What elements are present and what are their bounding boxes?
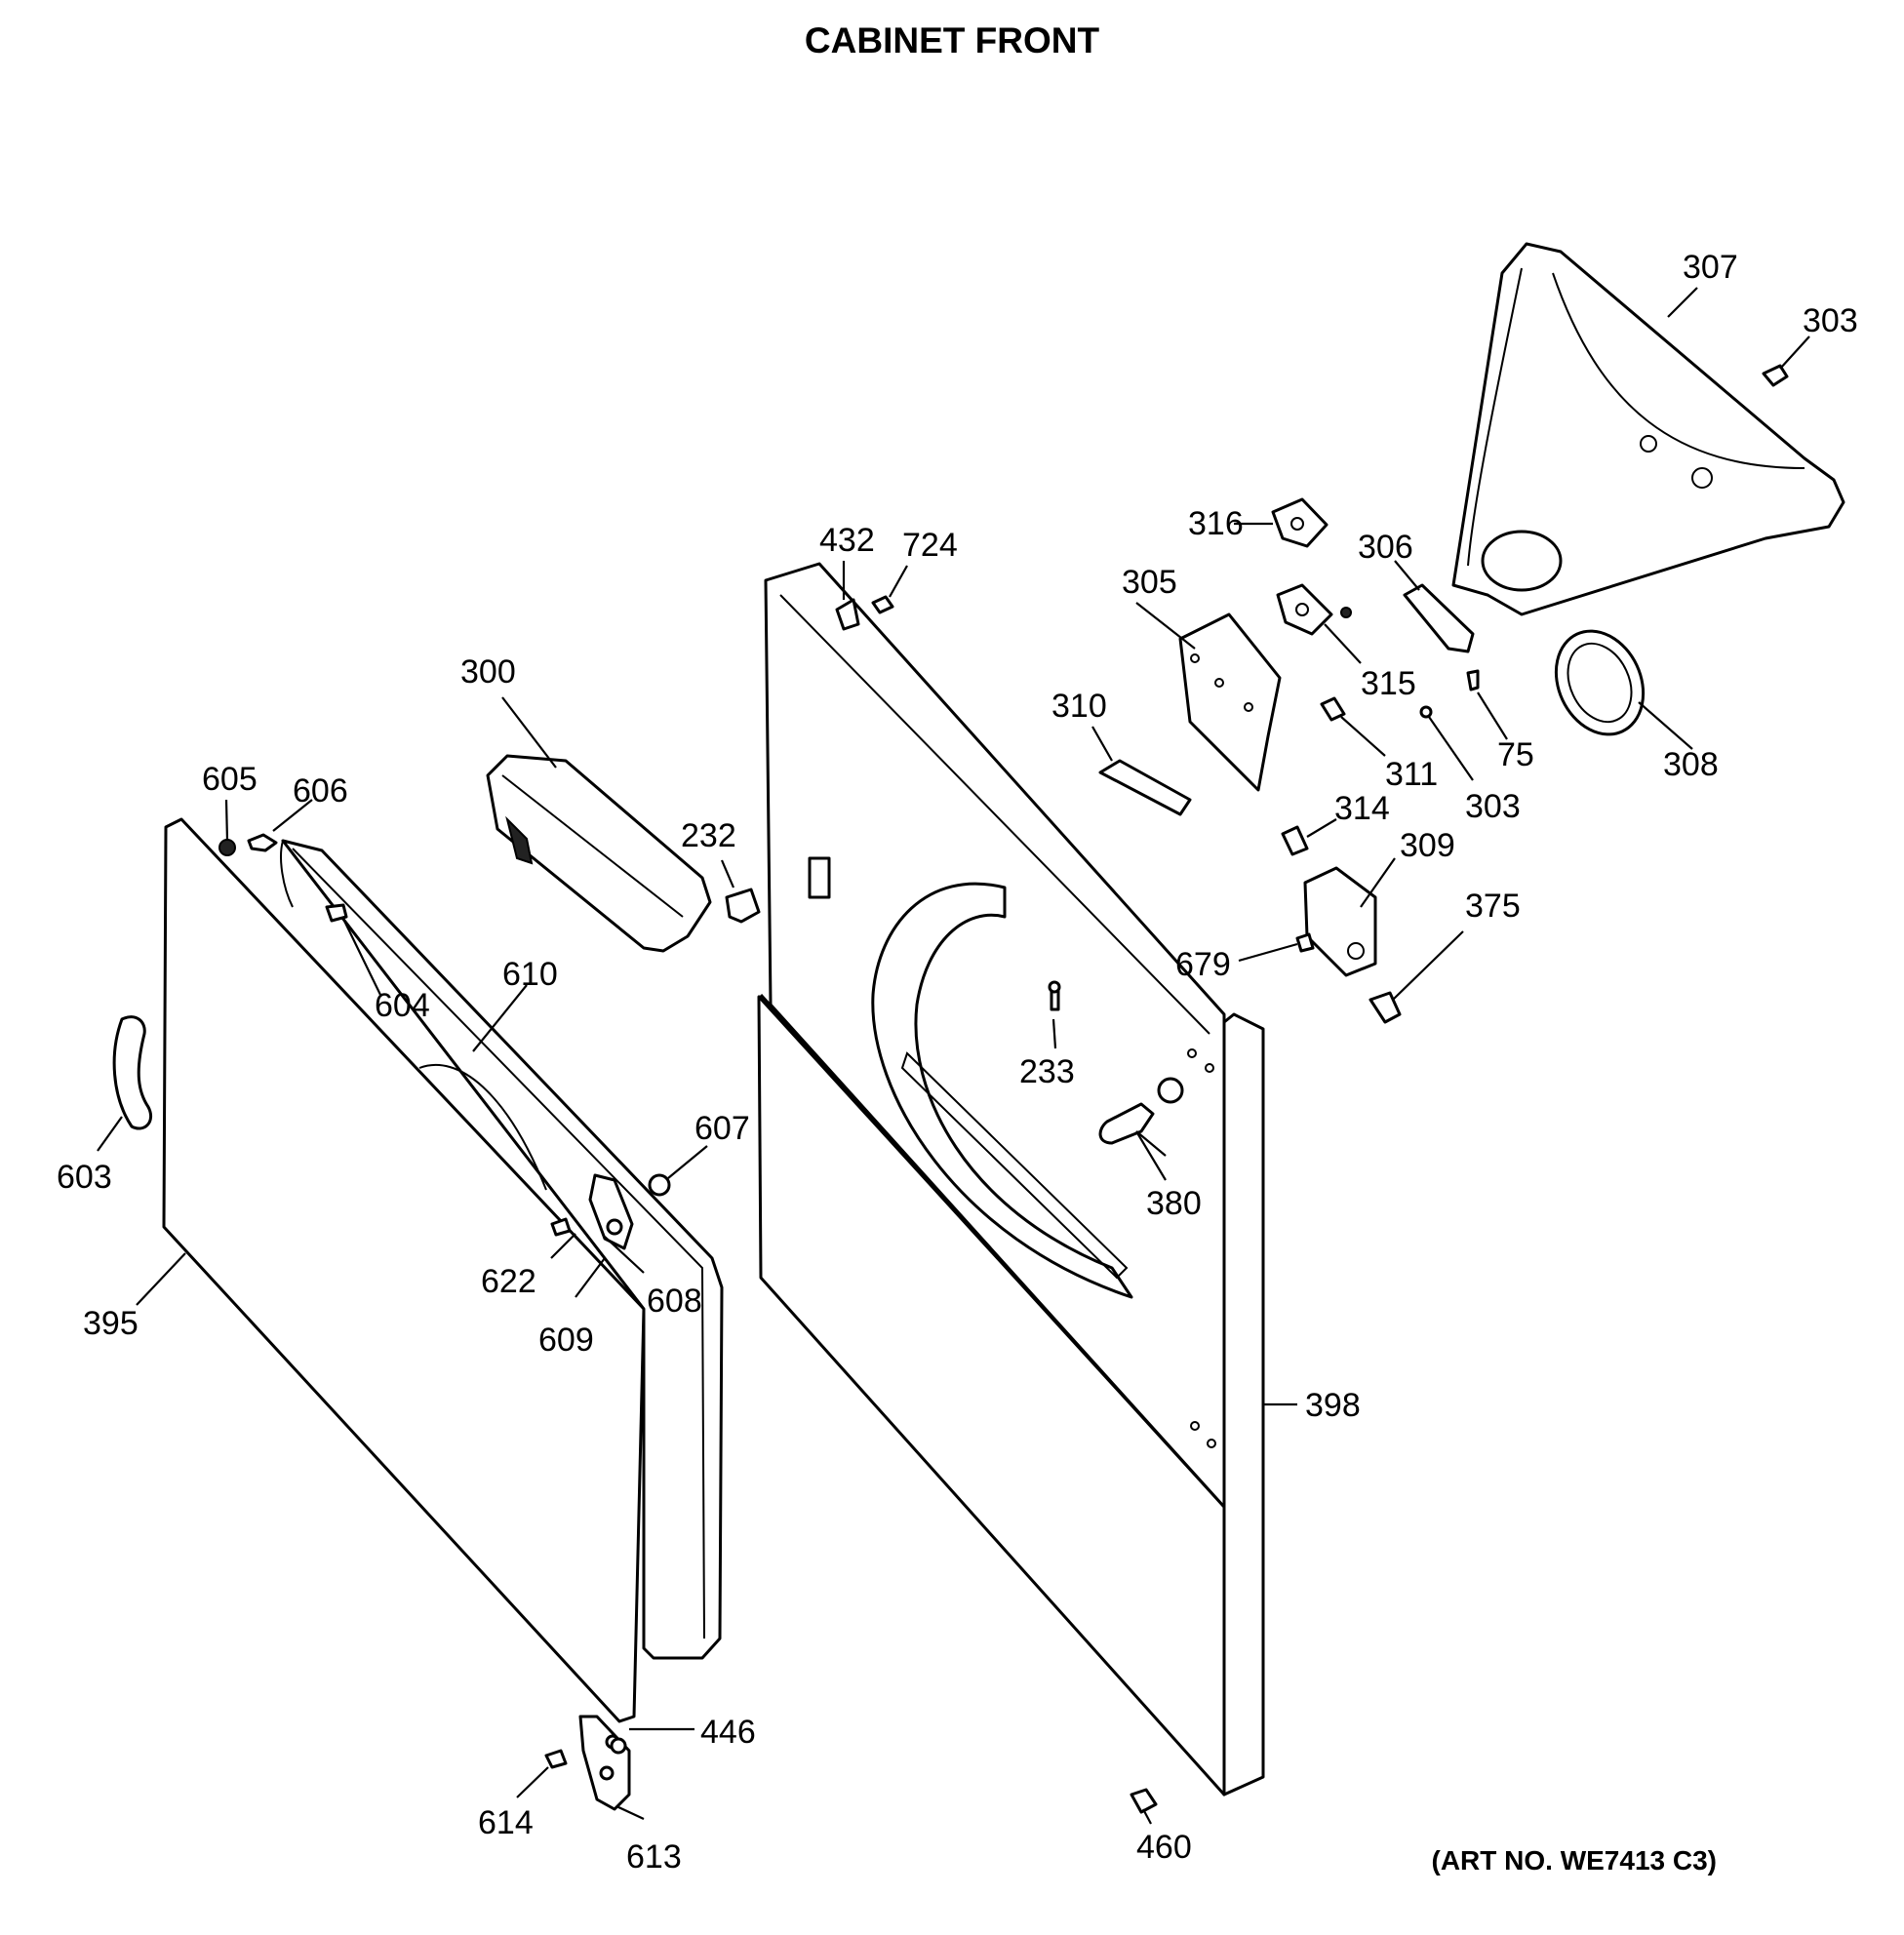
drum-light-socket-380: [1098, 1102, 1155, 1145]
part-labels: 300 605 606 232 604 610 603 607 622 608 …: [57, 249, 1858, 1876]
door-inner-panel: [280, 839, 724, 1660]
clip-432: [835, 598, 860, 631]
label-605: 605: [202, 761, 258, 798]
screw-460: [1130, 1788, 1158, 1814]
label-606: 606: [293, 772, 348, 810]
label-608: 608: [647, 1283, 702, 1320]
label-309: 309: [1400, 827, 1455, 864]
label-314: 314: [1334, 790, 1390, 827]
small-fasteners-door: [218, 833, 671, 1769]
screw-233: [1048, 980, 1061, 1011]
control-bracket-305: [1178, 612, 1282, 792]
front-bulkhead-307: [1451, 242, 1845, 616]
label-75: 75: [1497, 736, 1534, 773]
label-607: 607: [694, 1110, 750, 1147]
part-679: [1295, 932, 1315, 953]
screw-724: [871, 595, 894, 614]
part-311: [1320, 696, 1346, 722]
label-303-lower: 303: [1465, 788, 1521, 825]
label-315: 315: [1361, 665, 1416, 702]
label-305: 305: [1122, 564, 1177, 601]
label-446: 446: [700, 1714, 756, 1751]
door-hinge-upper: [588, 1173, 634, 1250]
door-hinge-lower: [578, 1715, 631, 1811]
screw-303-upper: [1762, 364, 1789, 387]
screw-303-lower: [1419, 705, 1433, 719]
lint-filter-housing: [486, 754, 712, 953]
label-308: 308: [1663, 746, 1719, 783]
label-614: 614: [478, 1804, 534, 1841]
label-398: 398: [1305, 1387, 1361, 1424]
label-603: 603: [57, 1159, 112, 1196]
label-395: 395: [83, 1305, 139, 1342]
label-306: 306: [1358, 529, 1413, 566]
label-609: 609: [538, 1322, 594, 1359]
leader-lines: [97, 287, 1810, 1825]
screw-75: [1466, 669, 1480, 691]
label-610: 610: [502, 956, 558, 993]
label-460: 460: [1136, 1829, 1192, 1866]
seal-ring-308: [1554, 629, 1646, 736]
label-432: 432: [819, 522, 875, 559]
label-724: 724: [902, 527, 958, 564]
label-232: 232: [681, 817, 736, 854]
label-310: 310: [1051, 688, 1107, 725]
label-311: 311: [1385, 756, 1438, 793]
label-300: 300: [460, 653, 516, 691]
label-233: 233: [1019, 1053, 1075, 1090]
part-309: [1303, 866, 1377, 977]
switch-315: [1276, 583, 1352, 636]
door-handle: [112, 1015, 153, 1130]
part-375: [1368, 991, 1402, 1024]
switch-316: [1271, 497, 1329, 548]
label-613: 613: [626, 1838, 682, 1876]
label-375: 375: [1465, 888, 1521, 925]
diagram-title: CABINET FRONT: [805, 20, 1100, 60]
label-380: 380: [1146, 1185, 1202, 1222]
label-622: 622: [481, 1263, 536, 1300]
part-314: [1281, 825, 1309, 856]
bracket-306: [1403, 583, 1475, 653]
label-307: 307: [1683, 249, 1738, 286]
label-679: 679: [1175, 946, 1231, 983]
art-number: (ART NO. WE7413 C3): [1432, 1845, 1718, 1876]
label-604: 604: [375, 987, 430, 1024]
bracket-310: [1098, 759, 1192, 816]
door-catch-232: [725, 888, 761, 924]
front-panel-upper: [764, 562, 1226, 1509]
label-316: 316: [1188, 505, 1244, 542]
label-303-upper: 303: [1803, 302, 1858, 339]
